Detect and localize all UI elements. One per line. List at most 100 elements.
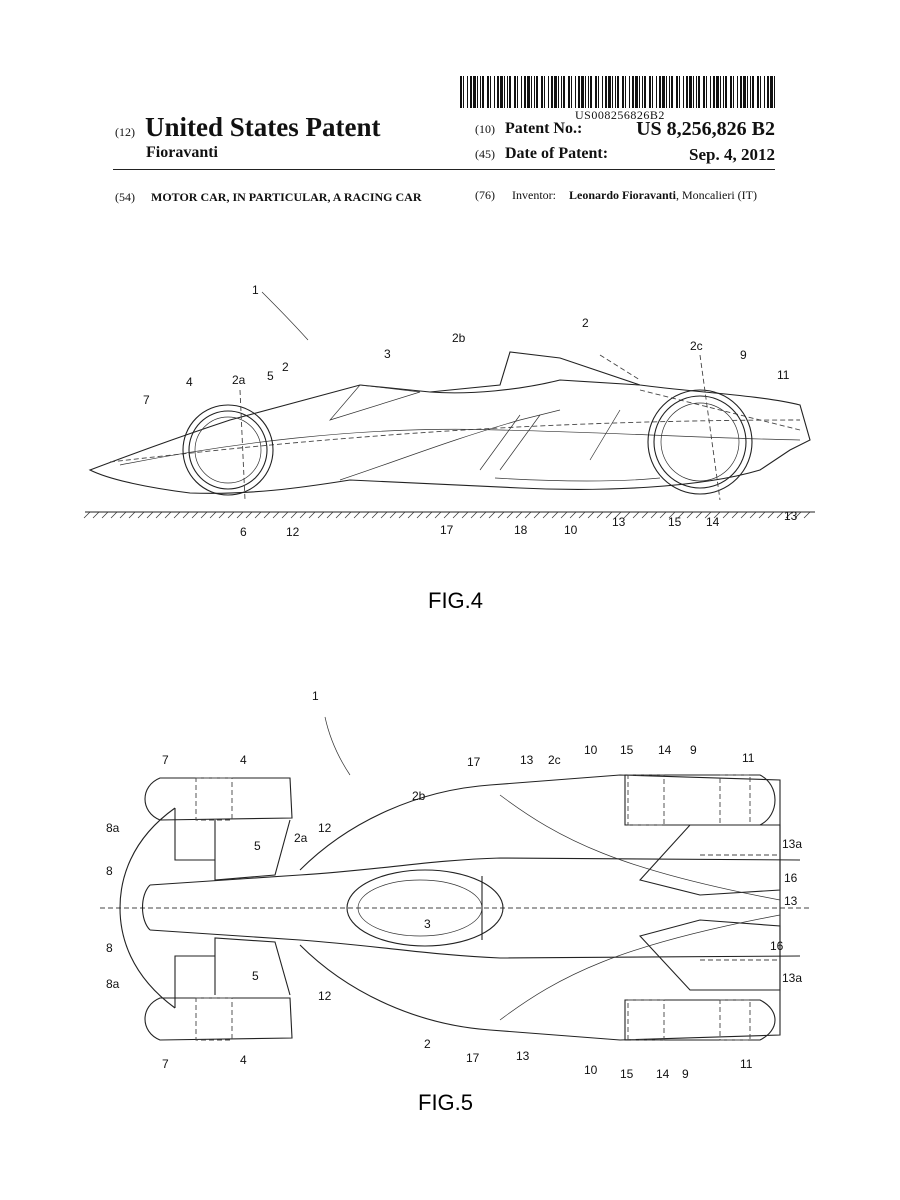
hidden-line-2 [599,354,801,431]
fig5-ref-label: 13a [782,837,802,851]
inventor-location: , Moncalieri (IT) [676,188,757,202]
inid-code-54: (54) [115,190,135,204]
body-crease [429,379,641,394]
fig4-ref-label: 13 [612,515,626,529]
inid-code-10: (10) [475,122,495,136]
barcode [460,76,775,108]
fig5-ref-label: 7 [162,1057,169,1071]
fig4-ref-label: 2 [282,360,289,374]
patent-number-label: Patent No.: [505,120,583,137]
fig4-ref-label: 7 [143,393,150,407]
fig5-ref-label: 13a [782,971,802,985]
fig5-ref-label: 11 [742,751,755,765]
header-divider [113,169,775,170]
front-wheel-top [144,777,293,821]
fig5-ref-label: 1 [312,689,319,703]
leader-dashed [239,354,721,501]
fig5-ref-label: 8 [106,941,113,955]
rear-hidden-lines [700,854,780,961]
inventor-surname: Fioravanti [146,144,218,161]
inid-code-45: (45) [475,147,495,161]
fig4-ref-label: 17 [440,523,454,537]
patent-type: United States Patent [145,112,381,142]
fig5-ref-label: 8 [106,864,113,878]
fig4-ref-label: 6 [240,525,247,539]
fig5-ref-label: 8a [106,977,120,991]
fig5-ref-label: 13 [784,894,798,908]
fig5-ref-label: 15 [620,743,634,757]
fig5-ref-label: 11 [740,1057,753,1071]
fig5-ref-label: 12 [318,989,332,1003]
fig4-ref-label: 15 [668,515,682,529]
front-wing-endplates [174,808,215,1008]
underbody-line [494,477,661,482]
invention-title: MOTOR CAR, IN PARTICULAR, A RACING CAR [151,190,422,204]
rear-wheel [647,389,753,495]
fig4-ref-label: 4 [186,375,193,389]
figure-5-caption: FIG.5 [418,1090,473,1115]
fig5-ref-label: 16 [770,939,784,953]
rear-bodywork [638,824,781,991]
patent-date-row: (45) Date of Patent: Sep. 4, 2012 [475,145,775,164]
cockpit-edge [328,384,421,421]
fig5-ref-label: 2b [412,789,426,803]
body-side-line [119,428,801,466]
inventor-section: (76) Inventor: Leonardo Fioravanti, Monc… [475,188,757,203]
fig5-ref-label: 10 [584,743,598,757]
car-body-outline [88,351,811,494]
fig4-ref-label: 3 [384,347,391,361]
fig4-ref-label: 18 [514,523,528,537]
fig5-ref-label: 16 [784,871,798,885]
title-section: (54) MOTOR CAR, IN PARTICULAR, A RACING … [115,190,421,205]
patent-title-block: (12) United States Patent [115,112,380,143]
fig5-ref-label: 10 [584,1063,598,1077]
rear-wheel-top [624,774,776,826]
fig5-ref-label: 9 [690,743,697,757]
fig5-ref-label: 17 [466,1051,480,1065]
body-contour-lines [499,794,781,1021]
fig4-ref-label: 2c [690,339,703,353]
fig4-ref-label: 14 [706,515,720,529]
patent-number-row: (10) Patent No.: US 8,256,826 B2 [475,118,775,140]
patent-date-label: Date of Patent: [505,145,609,162]
fig5-ref-label: 2 [424,1037,431,1051]
fig5-ref-label: 5 [254,839,261,853]
rear-wheel-bottom [624,999,776,1041]
body-outline [299,774,781,1041]
fig4-ref-label: 2b [452,331,466,345]
fig5-ref-label: 15 [620,1067,634,1081]
front-suspension [214,819,291,996]
sidepod-line [339,409,561,481]
front-wheel-bottom [144,997,293,1041]
fig5-ref-label: 4 [240,753,247,767]
fig5-ref-label: 13 [516,1049,530,1063]
fig5-ref-label: 8a [106,821,120,835]
cockpit-opening [346,869,504,947]
fig5-ref-label: 2a [294,831,308,845]
fig4-ref-label: 12 [286,525,300,539]
fig5-ref-label: 4 [240,1053,247,1067]
fig4-ref-label: 5 [267,369,274,383]
hidden-line-1 [109,419,801,463]
fig5-ref-label: 14 [658,743,672,757]
patent-number-value: US 8,256,826 B2 [636,118,775,140]
fig5-ref-label: 5 [252,969,259,983]
fig4-ref-label: 13 [784,509,798,523]
front-wheel [182,404,274,496]
fig5-ref-label: 13 [520,753,534,767]
fig4-ref-label: 11 [777,368,790,382]
inventor-name: Leonardo Fioravanti [569,188,676,202]
figure-4-caption: FIG.4 [428,588,483,613]
inid-code-76: (76) [475,188,495,202]
inventor-label: Inventor: [512,188,556,202]
fig5-ref-label: 3 [424,917,431,931]
fig4-ref-label: 2 [582,316,589,330]
leader-1 [261,291,309,341]
leader-1-top [324,716,351,776]
fig5-ref-label: 7 [162,753,169,767]
fig5-ref-label: 14 [656,1067,670,1081]
